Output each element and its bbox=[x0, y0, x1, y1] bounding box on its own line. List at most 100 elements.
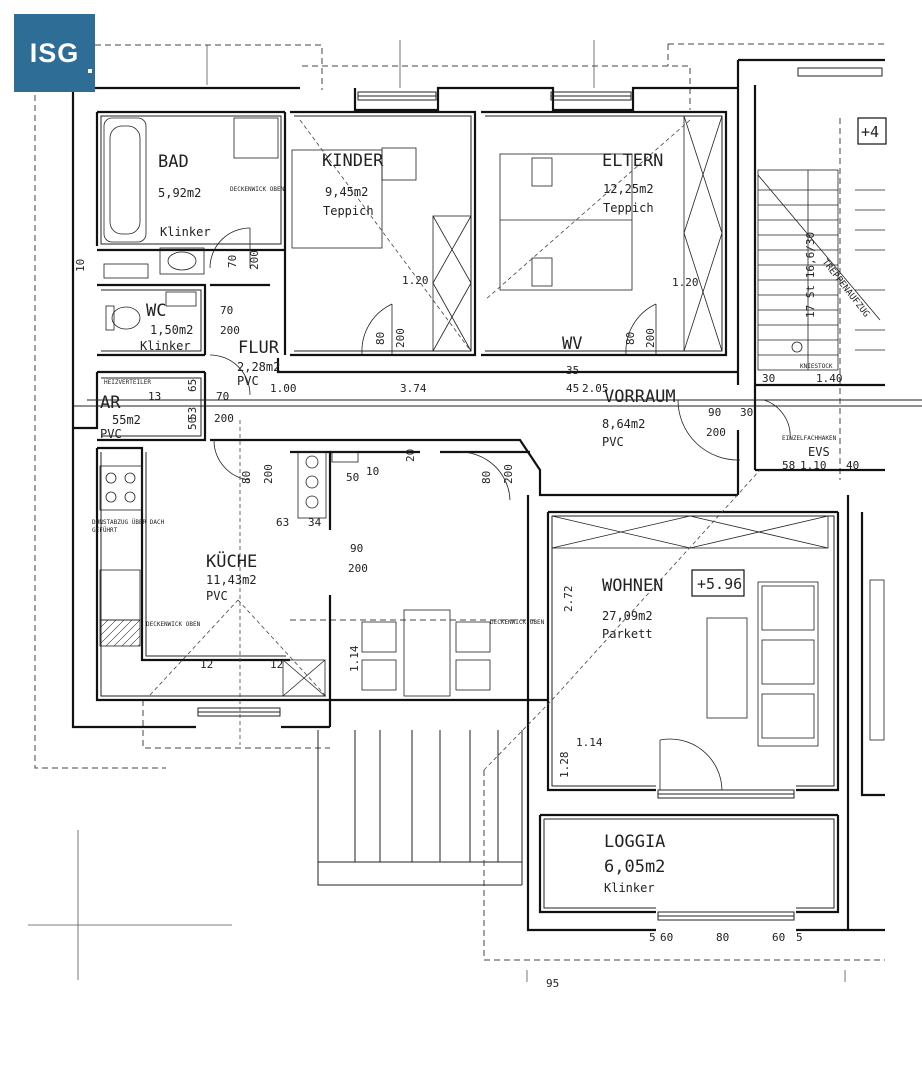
room-area-loggia: 6,05m2 bbox=[604, 857, 665, 877]
room-name-ar: AR bbox=[100, 393, 121, 413]
dim: 58 bbox=[782, 459, 795, 472]
evs-label: EVS bbox=[808, 445, 830, 459]
room-labels: BAD 5,92m2 Klinker KINDER 9,45m2 Teppich… bbox=[100, 151, 830, 895]
room-name-flur: FLUR bbox=[238, 338, 280, 358]
dimensions: 80 200 80 200 70 200 1.20 1.20 70 200 1.… bbox=[74, 250, 859, 990]
dim: 5 bbox=[649, 931, 656, 944]
room-floor-eltern: Teppich bbox=[603, 201, 654, 215]
dim: 200 bbox=[394, 328, 407, 348]
room-name-loggia: LOGGIA bbox=[604, 832, 665, 852]
note-deckenwick: DECKENWICK OBEN bbox=[230, 186, 285, 193]
wardrobes bbox=[282, 115, 829, 697]
room-area-eltern: 12,25m2 bbox=[603, 182, 654, 196]
room-floor-flur: PVC bbox=[237, 374, 259, 388]
room-floor-ar: PVC bbox=[100, 427, 122, 441]
dim: 10 bbox=[74, 259, 87, 272]
dim: 200 bbox=[220, 324, 240, 337]
dim: 13 bbox=[148, 390, 161, 403]
dim: 200 bbox=[502, 464, 515, 484]
dim: 70 bbox=[216, 390, 229, 403]
note-heizverteiler: HEIZVERTEILER bbox=[104, 379, 151, 386]
room-area-wc: 1,50m2 bbox=[150, 323, 193, 337]
room-name-eltern: ELTERN bbox=[602, 151, 663, 171]
room-area-vorraum: 8,64m2 bbox=[602, 417, 645, 431]
furniture bbox=[99, 117, 885, 747]
dim: 34 bbox=[308, 516, 322, 529]
dim: 1.28 bbox=[558, 752, 571, 779]
dim: 1.40 bbox=[816, 372, 843, 385]
dim: 1.20 bbox=[402, 274, 429, 287]
room-name-vorraum: VORRAUM bbox=[604, 387, 676, 407]
room-area-kueche: 11,43m2 bbox=[206, 573, 257, 587]
dim: 1.20 bbox=[672, 276, 699, 289]
diagonals bbox=[149, 119, 761, 771]
room-floor-wohnen: Parkett bbox=[602, 627, 653, 641]
dashed-outline bbox=[34, 43, 885, 961]
note-gefuehrt: GEFÜHRT bbox=[92, 527, 118, 534]
dim: 200 bbox=[262, 464, 275, 484]
room-name-kueche: KÜCHE bbox=[206, 550, 257, 572]
dim: 95 bbox=[546, 977, 559, 990]
note-deckenwick: DECKENWICK OBEN bbox=[490, 619, 545, 626]
room-floor-loggia: Klinker bbox=[604, 881, 655, 895]
level-marker-partial: +4 bbox=[861, 123, 879, 141]
note-dunstabzug: DUNSTABZUG ÜBER DACH bbox=[92, 519, 165, 526]
dim: 70 bbox=[226, 255, 239, 268]
dim: 60 bbox=[772, 931, 785, 944]
room-name-wc: WC bbox=[146, 301, 166, 321]
logo-text: ISG bbox=[29, 37, 80, 68]
room-name-kinder: KINDER bbox=[322, 151, 384, 171]
dim: 50 bbox=[346, 471, 359, 484]
dim: 2.05 bbox=[582, 382, 609, 395]
dim: 35 bbox=[566, 364, 579, 377]
dim: 80 bbox=[480, 471, 493, 484]
dim: 53 bbox=[186, 407, 199, 420]
room-floor-vorraum: PVC bbox=[602, 435, 624, 449]
dim: 2.72 bbox=[562, 586, 575, 613]
room-floor-bad: Klinker bbox=[160, 225, 211, 239]
room-name-bad: BAD bbox=[158, 152, 189, 172]
wv-label: WV bbox=[562, 334, 582, 354]
note-einzelfachhaken: EINZELFACHHAKEN bbox=[782, 435, 837, 442]
dim: 3.74 bbox=[400, 382, 427, 395]
note-deckenwick: DECKENWICK OBEN bbox=[146, 621, 201, 628]
isg-logo: ISG bbox=[14, 14, 95, 92]
dim: 30 bbox=[740, 406, 753, 419]
doors bbox=[209, 227, 791, 791]
dim: 50 bbox=[186, 417, 199, 430]
room-name-wohnen: WOHNEN bbox=[602, 576, 663, 596]
dim: 1.10 bbox=[800, 459, 827, 472]
note-kniestock: KNIESTOCK bbox=[800, 363, 833, 370]
dim: 200 bbox=[348, 562, 368, 575]
level-marker: +5.96 bbox=[697, 575, 742, 593]
room-area-ar: 55m2 bbox=[112, 413, 141, 427]
logo-dot bbox=[88, 69, 92, 73]
room-area-wohnen: 27,09m2 bbox=[602, 609, 653, 623]
room-floor-kueche: PVC bbox=[206, 589, 228, 603]
dim: 70 bbox=[220, 304, 233, 317]
dim: 200 bbox=[248, 250, 261, 270]
dim: 1.00 bbox=[270, 382, 297, 395]
windows bbox=[197, 67, 883, 921]
dim: 200 bbox=[644, 328, 657, 348]
room-area-flur: 2,28m2 bbox=[237, 360, 280, 374]
dim: 60 bbox=[660, 931, 673, 944]
dim: 30 bbox=[762, 372, 775, 385]
reference-lines bbox=[28, 40, 846, 982]
room-floor-kinder: Teppich bbox=[323, 204, 374, 218]
dim: 90 bbox=[350, 542, 363, 555]
dim: 90 bbox=[708, 406, 721, 419]
dim: 80 bbox=[716, 931, 729, 944]
dim: 1.14 bbox=[348, 645, 361, 672]
dim: 63 bbox=[276, 516, 289, 529]
dim: 80 bbox=[624, 332, 637, 345]
inner-lines bbox=[73, 115, 922, 909]
dim: 20 bbox=[404, 449, 417, 462]
room-area-kinder: 9,45m2 bbox=[325, 185, 368, 199]
room-area-bad: 5,92m2 bbox=[158, 186, 201, 200]
stair-text: 17 St 16,6/30 bbox=[804, 232, 817, 318]
dim: 80 bbox=[240, 471, 253, 484]
dim: 12 bbox=[270, 658, 283, 671]
small-notes: DECKENWICK OBEN DECKENWICK OBEN DECKENWI… bbox=[92, 186, 837, 628]
